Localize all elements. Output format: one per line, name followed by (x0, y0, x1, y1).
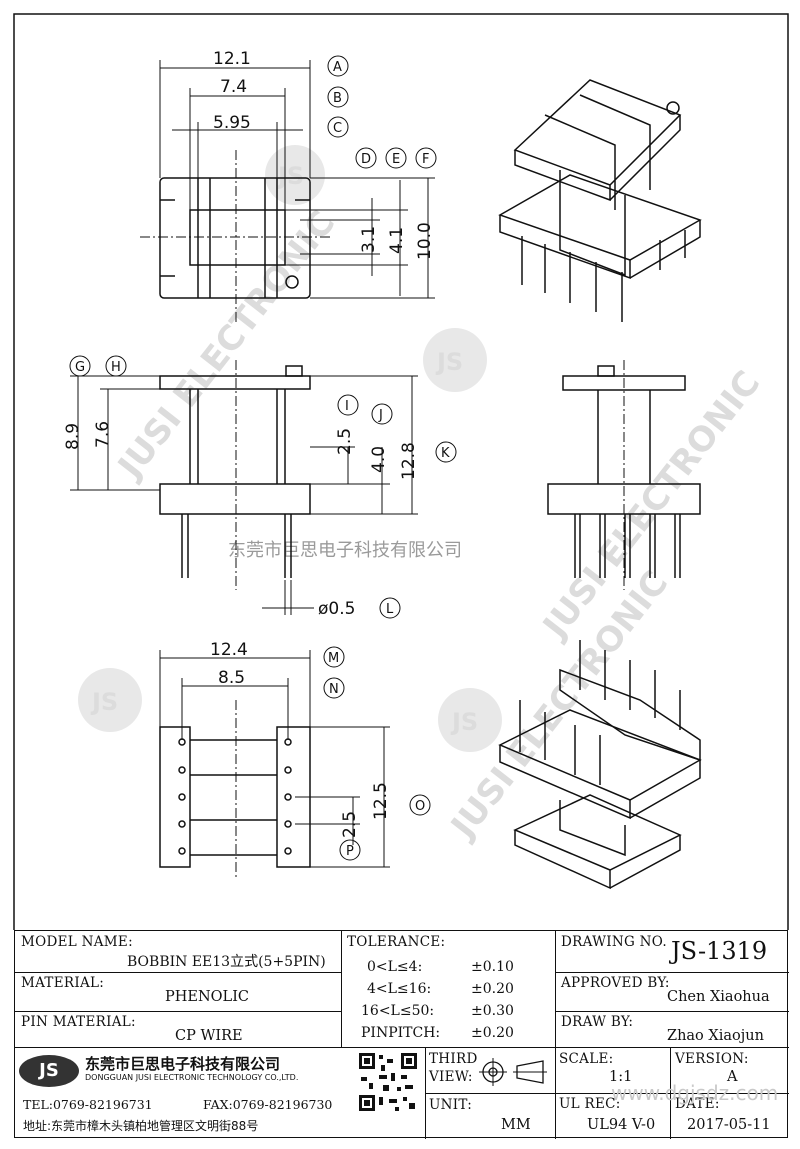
company-address: 地址:东莞市樟木头镇柏地管理区文明街88号 (23, 1119, 259, 1133)
front-view (159, 365, 311, 578)
watermark-logo-text-2: JS (435, 348, 463, 376)
iso-view-bottom (498, 640, 702, 890)
dim-4-0: 4.0 (369, 446, 389, 473)
approved-by-label: APPROVED BY: (561, 975, 670, 991)
model-name-value: BOBBIN EE13立式(5+5PIN) (127, 954, 326, 970)
technical-drawing: JS JUSI ELECTRONIC JS JUSI ELECTRONIC JS… (13, 13, 789, 930)
watermark-logo-2 (423, 328, 487, 392)
material-value: PHENOLIC (165, 989, 250, 1005)
watermark-logo-text-3: JS (90, 688, 118, 716)
third-angle-projection-icon (479, 1058, 547, 1086)
tolerance-range-4: PINPITCH: (361, 1025, 441, 1041)
watermark-logo-4 (438, 688, 502, 752)
company-fax: FAX:0769-82196730 (203, 1097, 333, 1112)
top-view-dimensions (159, 60, 435, 299)
tolerance-value-4: ±0.20 (471, 1025, 514, 1041)
dim-12-1: 12.1 (213, 49, 251, 69)
dim-2-5-bottom: 2.5 (340, 811, 360, 838)
scale-value: 1:1 (609, 1069, 633, 1085)
date-label: DATE: (675, 1096, 720, 1112)
callout-e: E (392, 152, 400, 167)
third-view-label-2: VIEW: (429, 1069, 473, 1085)
callout-b: B (333, 91, 342, 106)
callout-l: L (386, 602, 394, 617)
callout-i: I (345, 399, 349, 414)
ul-rec-label: UL REC: (559, 1096, 621, 1112)
website-watermark: www.dgjsdz.com (611, 1081, 779, 1105)
front-view-dimensions (70, 360, 418, 615)
side-view (547, 365, 701, 578)
title-block: MODEL NAME: BOBBIN EE13立式(5+5PIN) MATERI… (14, 930, 789, 1139)
tolerance-value-3: ±0.30 (471, 1003, 514, 1019)
drawing-frame (13, 13, 789, 930)
dim-pin-diameter: ø0.5 (318, 599, 355, 619)
dim-12-5: 12.5 (371, 782, 391, 820)
watermark-logo-3 (78, 668, 142, 732)
callout-j: J (378, 408, 383, 423)
company-name-cn: 东莞市巨思电子科技有限公司 (85, 1055, 281, 1073)
scale-label: SCALE: (559, 1051, 614, 1067)
callout-m: M (328, 651, 339, 666)
callouts-front (69, 355, 457, 619)
dim-12-8: 12.8 (399, 442, 419, 480)
company-logo: JS (19, 1055, 79, 1087)
callout-h: H (111, 360, 121, 375)
version-value: A (727, 1069, 738, 1085)
tolerance-value-2: ±0.20 (471, 981, 514, 997)
callout-n: N (329, 682, 339, 697)
dim-5-95: 5.95 (213, 113, 251, 133)
company-name-en: DONGGUAN JUSI ELECTRONIC TECHNOLOGY CO.,… (85, 1073, 299, 1082)
draw-by-label: DRAW BY: (561, 1014, 634, 1030)
callout-g: G (75, 360, 85, 375)
tolerance-value-1: ±0.10 (471, 959, 514, 975)
callout-d: D (361, 152, 371, 167)
ul-rec-value: UL94 V-0 (587, 1117, 656, 1133)
watermark-logo-text-4: JS (450, 708, 478, 736)
dim-7-4: 7.4 (220, 77, 247, 97)
drawing-no-label: DRAWING NO. (561, 934, 667, 950)
unit-label: UNIT: (429, 1097, 473, 1113)
tolerance-range-2: 4<L≤16: (367, 981, 432, 997)
callouts-bottom (323, 646, 431, 861)
dim-8-5: 8.5 (218, 668, 245, 688)
callout-k: K (441, 446, 450, 461)
date-value: 2017-05-11 (687, 1117, 771, 1133)
dim-4-1: 4.1 (387, 227, 407, 254)
dim-7-6: 7.6 (93, 421, 113, 448)
top-view-centerlines (140, 150, 330, 325)
dim-3-1: 3.1 (359, 226, 379, 253)
pin-material-label: PIN MATERIAL: (21, 1014, 136, 1030)
iso-view-top (498, 79, 702, 322)
callout-o: O (415, 799, 425, 814)
draw-by-value: Zhao Xiaojun (667, 1028, 764, 1044)
third-view-label-1: THIRD (429, 1051, 478, 1067)
drawing-no-value: JS-1319 (671, 937, 768, 965)
tolerance-range-3: 16<L≤50: (361, 1003, 435, 1019)
pin-material-value: CP WIRE (175, 1028, 243, 1044)
tolerance-range-1: 0<L≤4: (367, 959, 423, 975)
bottom-view (159, 726, 311, 868)
dim-12-4: 12.4 (210, 640, 248, 660)
bottom-view-dimensions (159, 650, 390, 880)
callout-f: F (422, 152, 429, 167)
callouts-top (327, 55, 437, 169)
qr-code-icon (357, 1051, 419, 1113)
approved-by-value: Chen Xiaohua (667, 989, 770, 1005)
watermark-text-1: JUSI ELECTRONIC (109, 204, 343, 488)
callout-a: A (333, 60, 342, 75)
dim-2-5-front: 2.5 (335, 428, 355, 455)
tolerance-label: TOLERANCE: (347, 934, 446, 950)
model-name-label: MODEL NAME: (21, 934, 133, 950)
callout-c: C (333, 121, 342, 136)
dim-8-9: 8.9 (63, 423, 83, 450)
version-label: VERSION: (675, 1051, 749, 1067)
company-caption: 东莞市巨思电子科技有限公司 (228, 540, 462, 561)
watermark-logo-text-1: JS (276, 162, 304, 190)
company-tel: TEL:0769-82196731 (23, 1097, 153, 1112)
unit-value: MM (501, 1117, 531, 1133)
dim-10-0: 10.0 (415, 222, 435, 260)
material-label: MATERIAL: (21, 975, 105, 991)
callout-p: P (346, 844, 354, 859)
